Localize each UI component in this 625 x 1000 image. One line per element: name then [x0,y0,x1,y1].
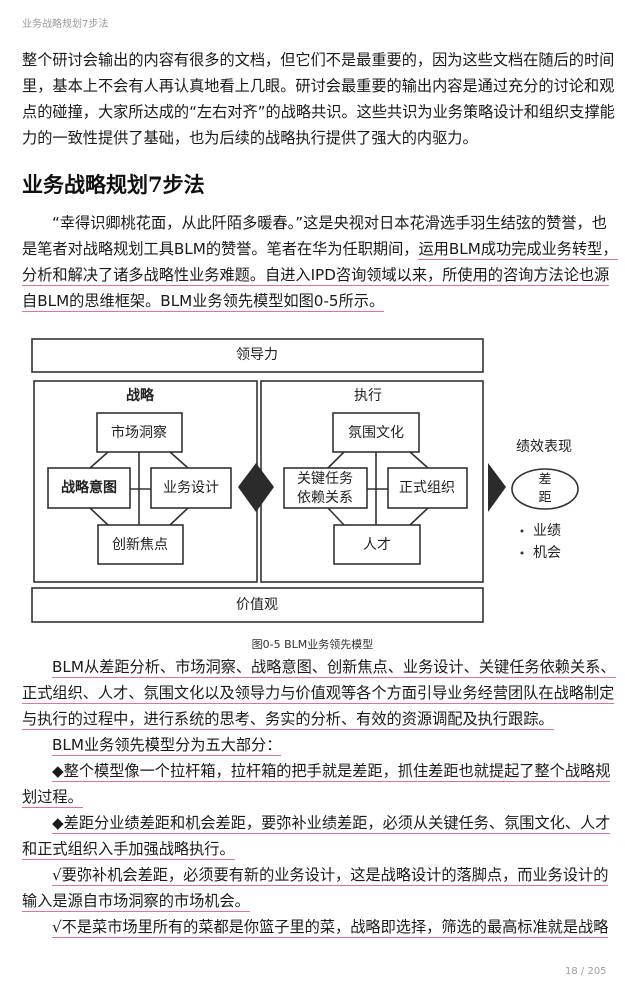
underlined-text: √要弥补机会差距，必须要有新的业务设计，这是战略设计的落脚点，而业务设计的 [52,866,609,886]
text-line: BLM从差距分析、市场洞察、战略意图、创新焦点、业务设计、关键任务依赖关系、 [22,654,616,680]
execution-title: 执行 [354,388,382,404]
bullet-performance: 业绩 [533,523,561,539]
bullet-icon [520,529,524,533]
gap-label-1: 差 [538,473,551,488]
paragraph-intro: 整个研讨会输出的内容有很多的文档，但它们不是最重要的，因为这些文档在随后的时间里… [22,47,615,151]
section-heading: 业务战略规划7步法 [22,172,205,197]
diamond-connector-icon [238,463,274,512]
values-label: 价值观 [236,597,278,613]
figure-caption: 图0-5 BLM业务领先模型 [251,638,374,651]
underlined-text: 自BLM的思维框架。BLM业务领先模型如图0-5所示。 [22,292,385,312]
underlined-text: BLM业务领先模型分为五大部分： [52,736,282,756]
bullet-icon [520,551,524,555]
underlined-text: ◆差距分业绩差距和机会差距，要弥补业绩差距，必须从关键任务、氛围文化、人才 [52,814,611,834]
text-line: ◆差距分业绩差距和机会差距，要弥补业绩差距，必须从关键任务、氛围文化、人才 [22,810,611,836]
underlined-text: 划过程。 [22,788,83,808]
text-line: 输入是源自市场洞察的市场机会。 [22,888,603,914]
bullet-opportunity: 机会 [533,545,561,561]
text-line: 划过程。 [22,784,603,810]
text-line: √不是菜市场里所有的菜都是你篮子里的菜，战略即选择，筛选的最高标准就是战略 [22,914,609,940]
strategy-title: 战略 [126,387,155,404]
text-segment: 点的碰撞，大家所达成的“左右对齐”的战略共识。这些共识为业务策略设计和组织支撑能 [22,103,615,121]
critical-tasks-label: 关键任务 [297,471,353,487]
text-line: 正式组织、人才、氛围文化以及领导力与价值观等各个方面引导业务经营团队在战略制定 [22,680,615,706]
underlined-text: 输入是源自市场洞察的市场机会。 [22,892,250,912]
text-line: √要弥补机会差距，必须要有新的业务设计，这是战略设计的落脚点，而业务设计的 [22,862,609,888]
formal-organization-label: 正式组织 [399,480,455,496]
text-line: BLM业务领先模型分为五大部分： [22,732,603,758]
text-line: 整个研讨会输出的内容有很多的文档，但它们不是最重要的，因为这些文档在随后的时间 [22,47,614,73]
performance-title: 绩效表现 [516,439,572,455]
page-indicator: 18 / 205 [565,966,607,977]
text-line: 点的碰撞，大家所达成的“左右对齐”的战略共识。这些共识为业务策略设计和组织支撑能 [22,99,615,125]
gap-label-2: 距 [538,491,551,506]
text-segment: 是笔者对战略规划工具BLM的赞誉。笔者在华为任职期间， [22,240,419,258]
text-segment: 力的一致性提供了基础，也为后续的战略执行提供了强大的内驱力。 [22,129,478,147]
leadership-label: 领导力 [236,347,278,363]
blm-model-figure: 领导力 价值观 战略 市场洞察 战略意图 业务设计 创新焦点 执行 氛围文化 关… [22,328,603,628]
values-box [31,587,484,623]
paragraph-blm-details: BLM从差距分析、市场洞察、战略意图、创新焦点、业务设计、关键任务依赖关系、正式… [22,654,616,940]
text-line: 和正式组织入手加强战略执行。 [22,836,603,862]
business-design-label: 业务设计 [163,480,219,496]
climate-culture-label: 氛围文化 [348,425,404,441]
gap-ellipse [511,468,579,510]
strategic-intent-label: 战略意图 [61,479,117,496]
text-segment: 整个研讨会输出的内容有很多的文档，但它们不是最重要的，因为这些文档在随后的时间 [22,51,615,69]
chevron-arrow-icon [488,463,506,512]
text-line: 与执行的过程中，进行系统的思考、务实的分析、有效的资源调配及执行跟踪。 [22,706,603,732]
running-header: 业务战略规划7步法 [22,19,109,30]
text-line: 里，基本上不会有人再认真地看上几眼。研讨会最重要的输出内容是通过充分的讨论和观 [22,73,614,99]
dependencies-label: 依赖关系 [297,490,353,506]
text-line: ◆整个模型像一个拉杆箱，拉杆箱的把手就是差距，抓住差距也就提起了整个战略规 [22,758,611,784]
underlined-text: 分析和解决了诸多战略性业务难题。自进入IPD咨询领域以来，所使用的咨询方法论也源 [22,266,610,286]
market-insight-label: 市场洞察 [111,424,167,441]
text-line: 分析和解决了诸多战略性业务难题。自进入IPD咨询领域以来，所使用的咨询方法论也源 [22,262,610,288]
underlined-text: 和正式组织入手加强战略执行。 [22,840,235,860]
innovation-focus-label: 创新焦点 [112,537,168,553]
blm-diagram: 领导力 价值观 战略 市场洞察 战略意图 业务设计 创新焦点 执行 氛围文化 关… [31,338,579,623]
text-line: 自BLM的思维框架。BLM业务领先模型如图0-5所示。 [22,288,603,314]
text-segment: “幸得识卿桃花面，从此阡陌多暖春。”这是央视对日本花滑选手羽生结弦的赞誉，也 [52,214,607,232]
leadership-box [31,338,484,373]
text-line: 力的一致性提供了基础，也为后续的战略执行提供了强大的内驱力。 [22,125,603,151]
text-line: 是笔者对战略规划工具BLM的赞誉。笔者在华为任职期间，运用BLM成功完成业务转型… [22,236,618,262]
underlined-text: 正式组织、人才、氛围文化以及领导力与价值观等各个方面引导业务经营团队在战略制定 [22,684,615,704]
underlined-text: BLM从差距分析、市场洞察、战略意图、创新焦点、业务设计、关键任务依赖关系、 [52,658,616,678]
underlined-text: √不是菜市场里所有的菜都是你篮子里的菜，战略即选择，筛选的最高标准就是战略 [52,918,609,938]
text-line: “幸得识卿桃花面，从此阡陌多暖春。”这是央视对日本花滑选手羽生结弦的赞誉，也 [22,210,607,236]
paragraph-blm-intro: “幸得识卿桃花面，从此阡陌多暖春。”这是央视对日本花滑选手羽生结弦的赞誉，也是笔… [22,210,618,314]
underlined-text: 与执行的过程中，进行系统的思考、务实的分析、有效的资源调配及执行跟踪。 [22,710,554,730]
underlined-text: ◆整个模型像一个拉杆箱，拉杆箱的把手就是差距，抓住差距也就提起了整个战略规 [52,762,611,782]
talent-label: 人才 [363,537,391,553]
text-segment: 里，基本上不会有人再认真地看上几眼。研讨会最重要的输出内容是通过充分的讨论和观 [22,77,615,95]
underlined-text: 运用BLM成功完成业务转型， [418,240,618,260]
